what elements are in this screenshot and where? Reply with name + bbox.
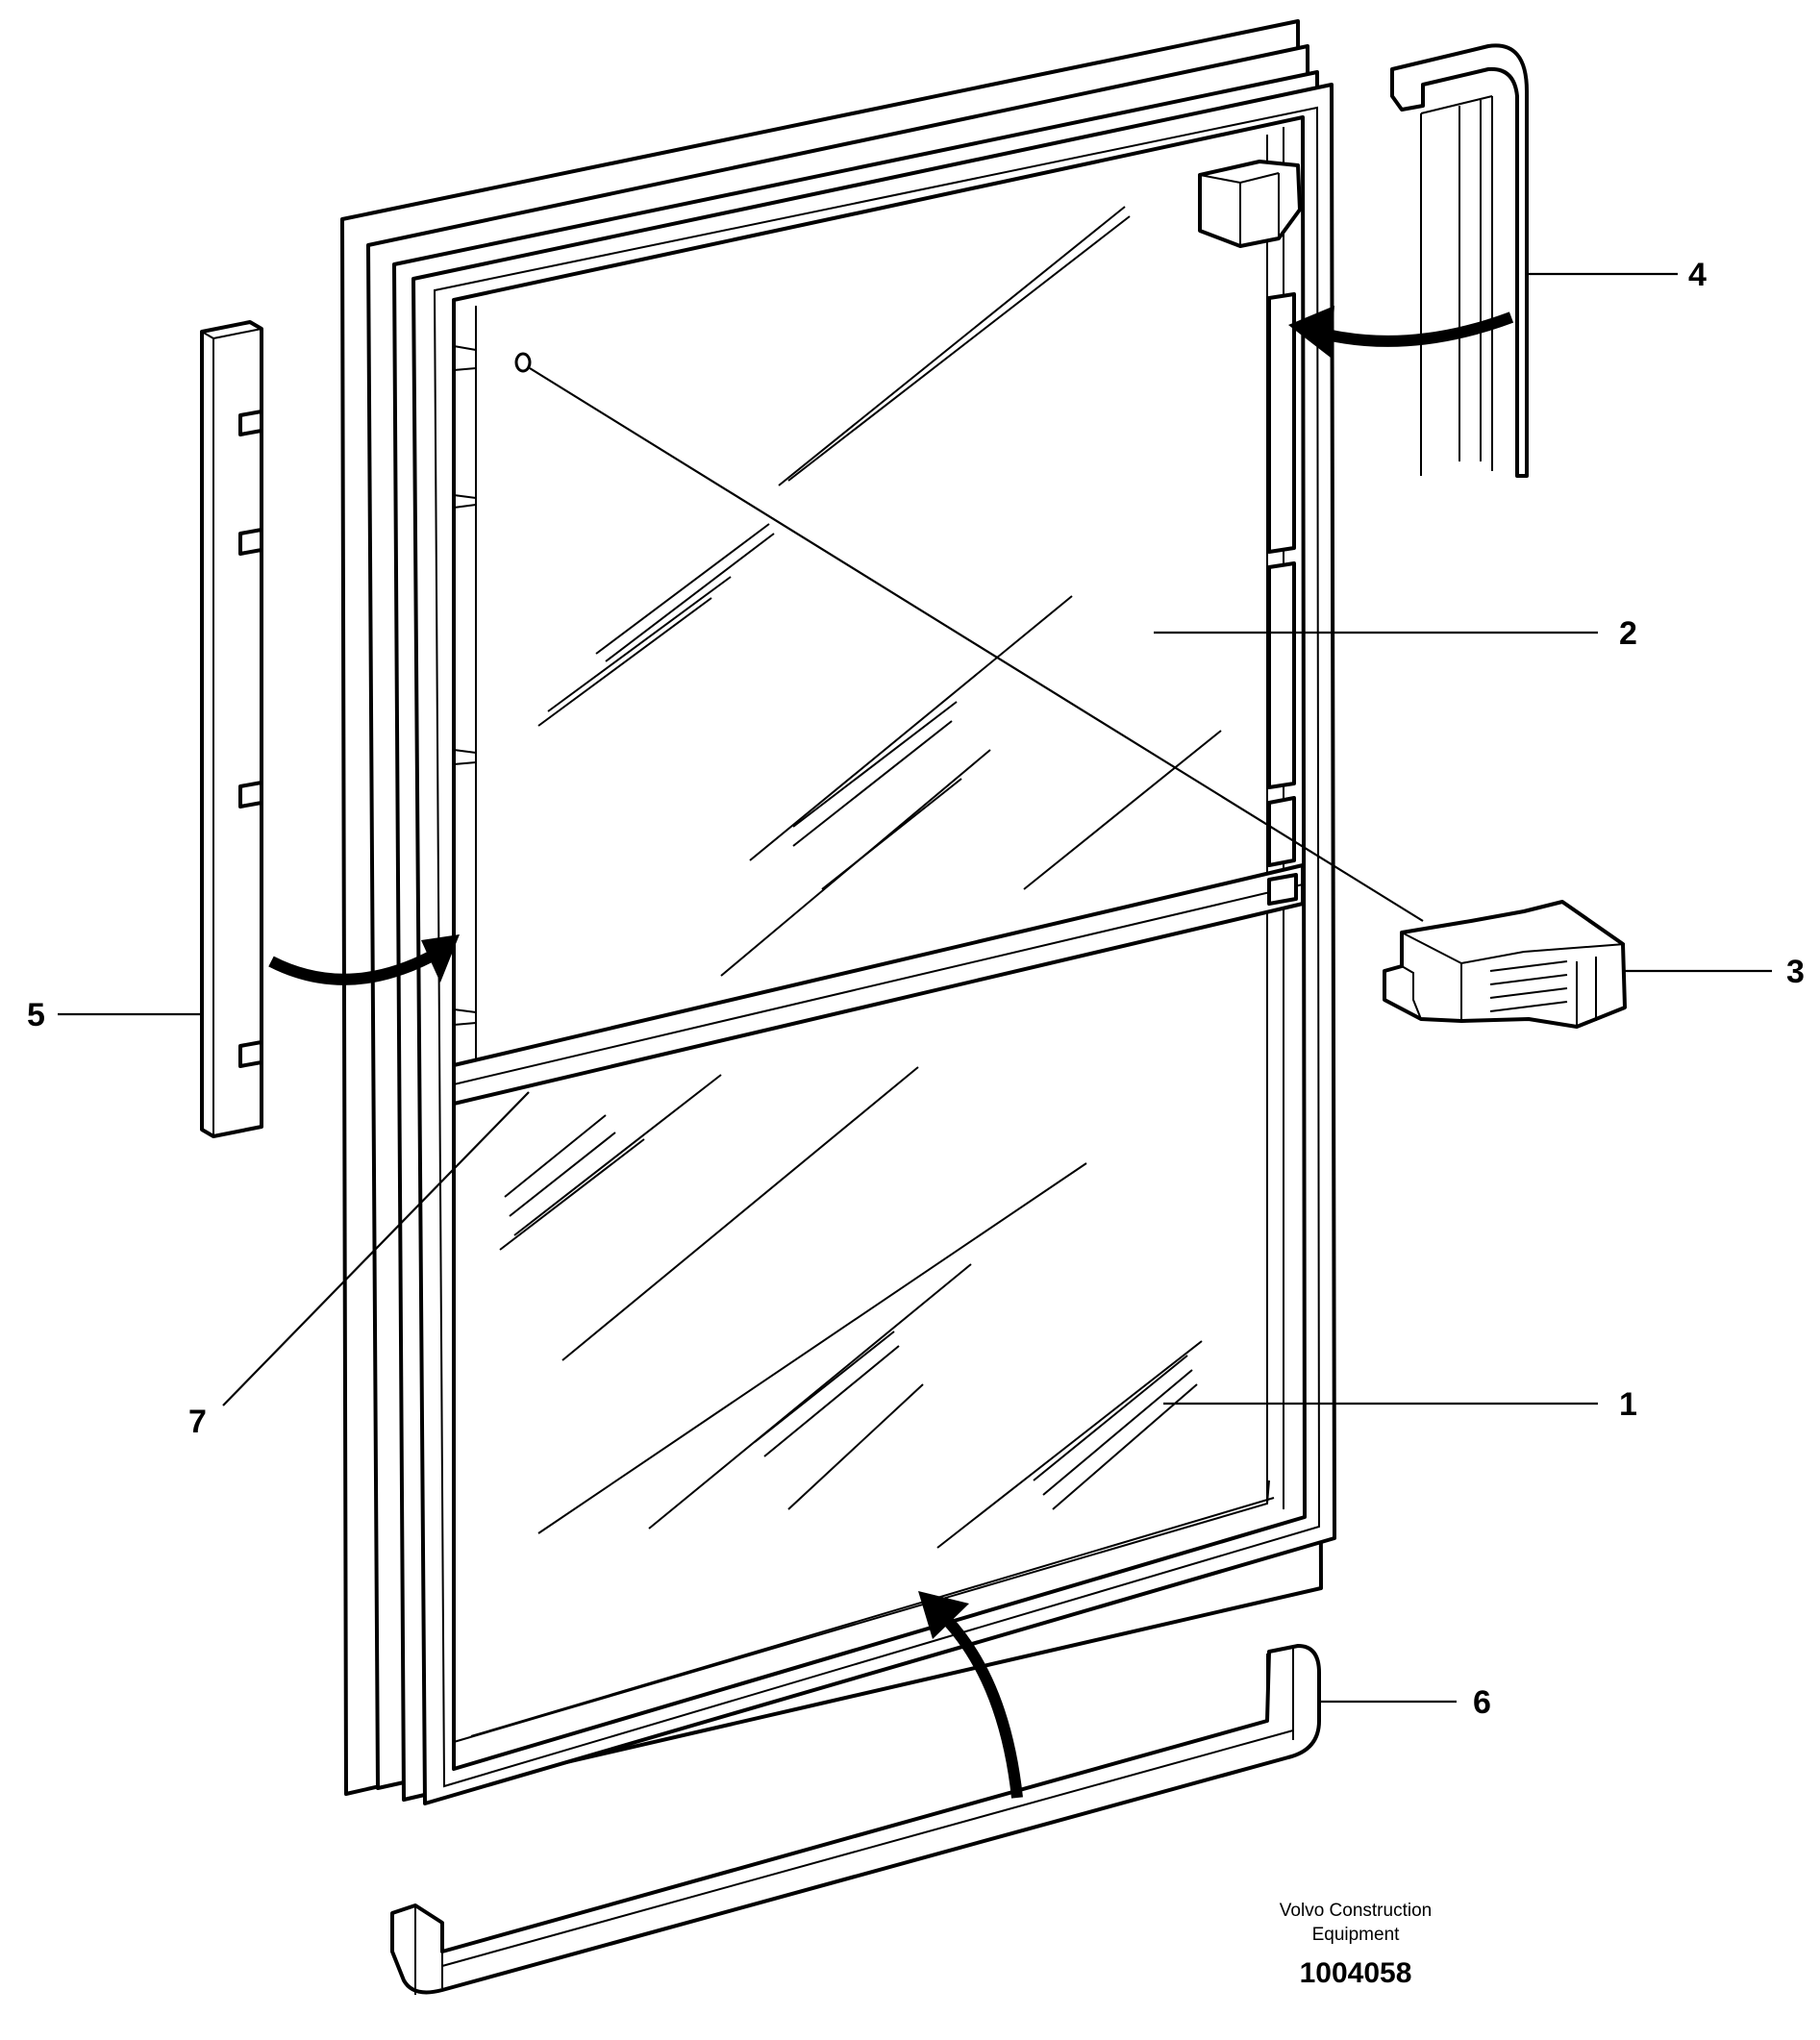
part-4-corner-seal	[1390, 43, 1529, 478]
upper-latch-block	[1198, 160, 1302, 248]
callout-3: 3	[1786, 954, 1805, 990]
lower-pane-glare	[499, 1066, 1203, 1549]
window-frame	[340, 19, 1336, 1805]
callout-7: 7	[188, 1404, 207, 1440]
callout-6: 6	[1473, 1684, 1491, 1721]
drawing-number: 1004058	[1300, 1957, 1412, 1989]
footer-block: Volvo Construction Equipment 1004058	[1280, 1901, 1432, 1989]
upper-pane-glare	[537, 206, 1222, 977]
leader-lines	[58, 272, 1772, 1704]
callout-2: 2	[1619, 615, 1637, 652]
middle-rail	[452, 863, 1305, 1106]
part-6-bottom-seal	[390, 1644, 1321, 1995]
part-5-side-strip	[200, 320, 263, 1138]
company-line-2: Equipment	[1312, 1925, 1401, 1945]
callout-1: 1	[1619, 1386, 1637, 1423]
callout-numbers: 1 2 3 4 5 6 7	[27, 257, 1805, 1721]
company-line-1: Volvo Construction	[1280, 1901, 1432, 1921]
arrow-part-5	[268, 934, 460, 985]
arrow-part-6	[918, 1591, 1023, 1799]
left-seal-channel	[453, 345, 477, 1026]
arrow-part-4	[1288, 306, 1514, 358]
callout-5: 5	[27, 997, 45, 1033]
latch-hole	[514, 352, 532, 373]
callout-4: 4	[1688, 257, 1707, 293]
right-seal-channel	[1267, 292, 1296, 867]
part-3-latch	[1383, 900, 1627, 1029]
